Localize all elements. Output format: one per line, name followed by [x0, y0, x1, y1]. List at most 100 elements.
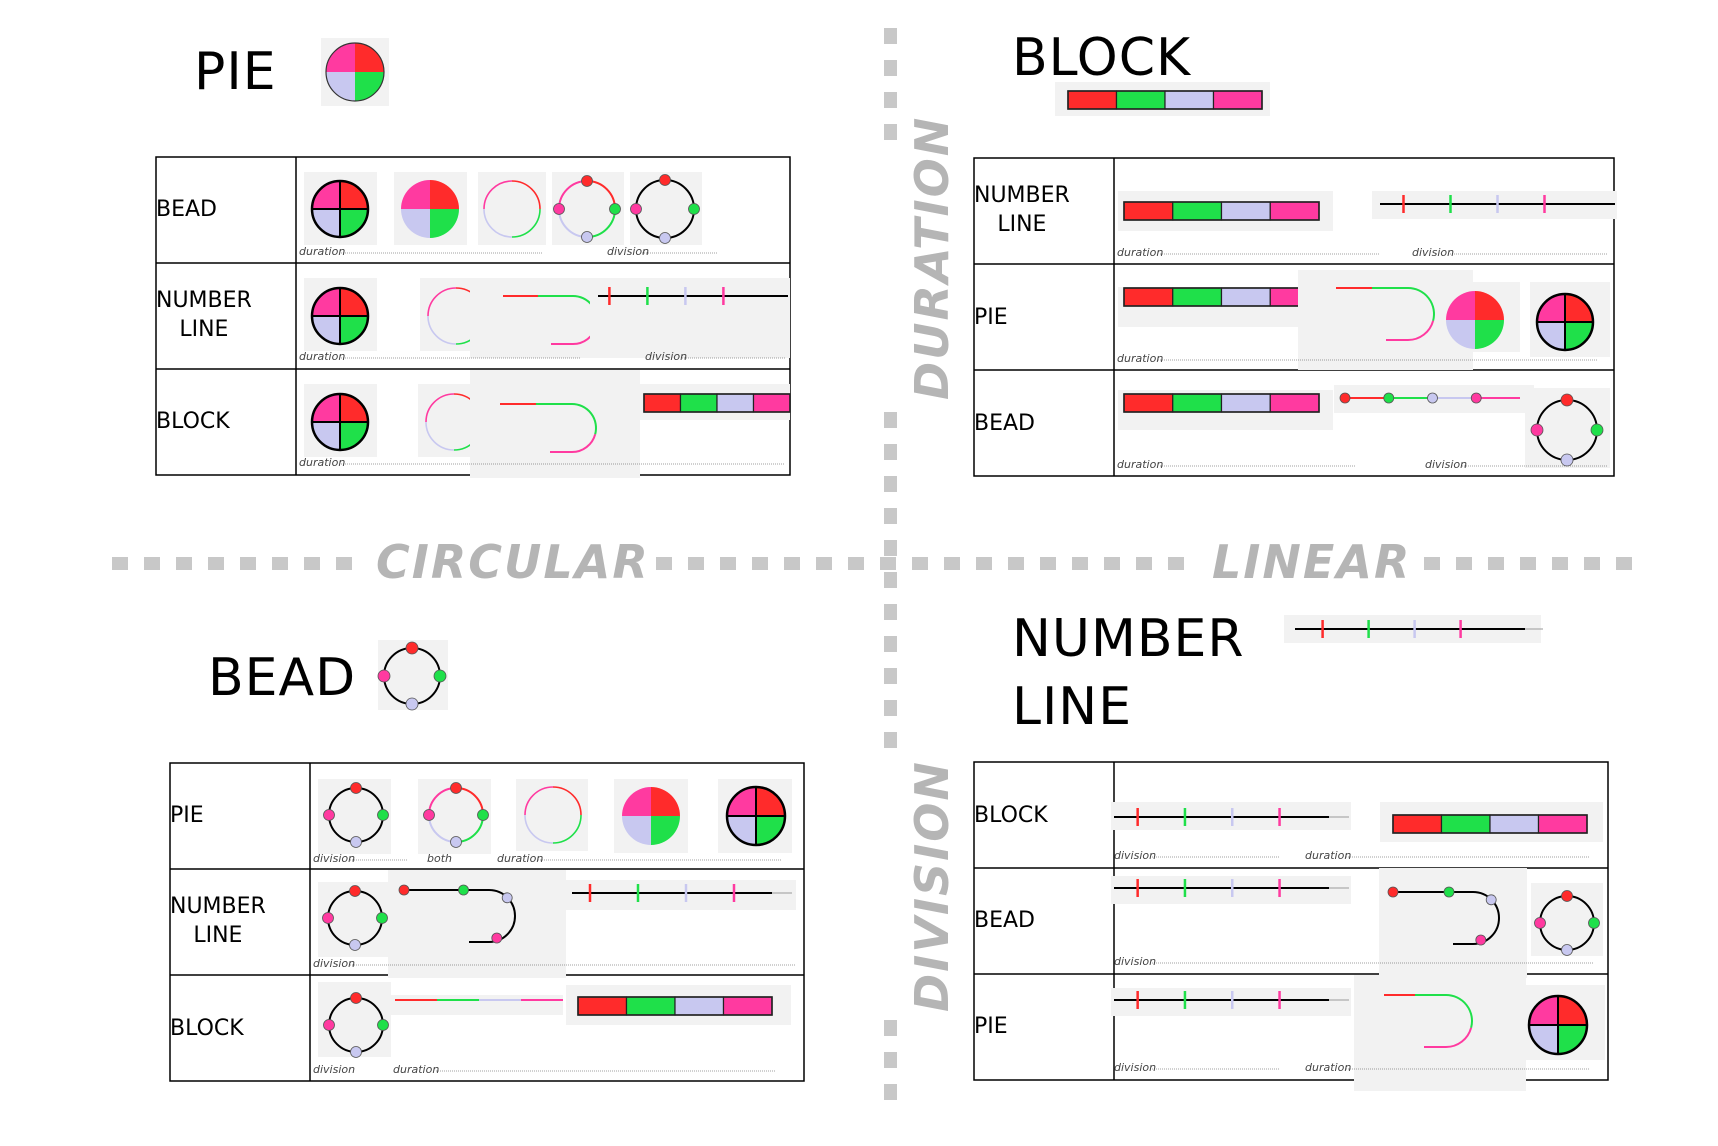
bead-icon [377, 641, 447, 711]
pie-slice [1475, 291, 1504, 320]
pie-slice [756, 787, 785, 816]
bead-dot [349, 885, 361, 897]
note-label: division [1425, 458, 1468, 471]
bead-dot [398, 884, 410, 896]
axis-dash [336, 557, 352, 570]
axis-dash [1104, 557, 1120, 570]
block-segment [1172, 201, 1223, 221]
note-label: both [427, 852, 452, 865]
pie-icon [622, 787, 680, 845]
bead-dot [350, 782, 362, 794]
thumb-background [566, 880, 796, 910]
axis-dash [240, 557, 256, 570]
bead-dot [1475, 934, 1487, 946]
axis-dash [1168, 557, 1184, 570]
row-label: BEAD [974, 908, 1035, 933]
pie-slice [1565, 322, 1593, 350]
block-outline [1067, 90, 1263, 110]
axis-dash [1136, 557, 1152, 570]
note-label: division [313, 852, 356, 865]
pie-slice [651, 787, 680, 816]
arc-segment [571, 433, 597, 453]
thumb-background [590, 278, 790, 358]
bead-dot [501, 892, 513, 904]
arc-segment [511, 180, 541, 210]
block-segment [1269, 201, 1320, 221]
axis-dash [144, 557, 160, 570]
block-segment [1220, 393, 1271, 413]
axis-dash [884, 60, 897, 76]
block-segment [1489, 814, 1540, 834]
block-bar [1123, 287, 1320, 307]
pie-slice [622, 816, 651, 845]
axis-dash [884, 1052, 897, 1068]
block-outline [643, 393, 791, 413]
pie-slice [340, 181, 368, 209]
block-segment [1220, 201, 1271, 221]
bead-dot [350, 836, 362, 848]
axis-dash [884, 540, 897, 556]
bead-icon [1534, 890, 1600, 956]
table-frame [973, 157, 1615, 477]
bead-dot [377, 669, 391, 683]
ring-icon [524, 786, 582, 844]
note-label: division [313, 1063, 356, 1076]
bead-dot [1530, 423, 1544, 437]
block-segment [1440, 814, 1491, 834]
bead-dot [349, 939, 361, 951]
pie-slice [1558, 996, 1587, 1025]
block-outline [1392, 814, 1588, 834]
note-label: division [607, 245, 650, 258]
axis-label-duration: DURATION [905, 115, 959, 400]
pie-slice [312, 209, 340, 237]
bead-dot [1588, 917, 1600, 929]
number-line [1295, 620, 1543, 638]
bead-dot [322, 912, 334, 924]
pie-slice [430, 180, 459, 209]
pie-slice [326, 43, 355, 72]
axis-label-division: DIVISION [905, 760, 959, 1012]
bead-dot [1561, 890, 1573, 902]
bead-dot [609, 203, 621, 215]
unroll-curl [1336, 287, 1435, 341]
axis-label-circular: CIRCULAR [376, 535, 650, 589]
note-label: division [1114, 955, 1157, 968]
axis-dash [884, 1084, 897, 1100]
table-block [973, 157, 1615, 477]
table-frame [973, 761, 1609, 1081]
block-segment [674, 996, 725, 1016]
block-segment [1172, 393, 1223, 413]
arc-segment [483, 208, 513, 238]
block-outline [1123, 201, 1320, 221]
bead-dot [1560, 453, 1574, 467]
note-label: division [313, 957, 356, 970]
pie-slice [326, 72, 355, 101]
arc-segment [425, 421, 455, 451]
axis-dash [688, 557, 704, 570]
unroll-curl [1384, 994, 1473, 1048]
axis-dash [884, 28, 897, 44]
axis-dash [884, 668, 897, 684]
pie-slice [340, 422, 368, 450]
arc-segment [1445, 994, 1473, 1028]
bead-dot [377, 809, 389, 821]
thumb-background [470, 370, 640, 478]
row-label: BLOCK [156, 409, 230, 434]
pie-slice [1529, 1025, 1558, 1054]
row-label: PIE [974, 305, 1008, 330]
pie-slice [340, 288, 368, 316]
note-label: duration [299, 245, 346, 258]
axis-dash [1008, 557, 1024, 570]
axis-dash [1040, 557, 1056, 570]
note-label: division [1114, 849, 1157, 862]
bead-dot [458, 884, 469, 896]
note-label: duration [393, 1063, 440, 1076]
pie-slice [355, 43, 384, 72]
axis-dash [816, 557, 832, 570]
pie-slice [340, 394, 368, 422]
bead-dot [659, 174, 671, 186]
arc-segment [1407, 287, 1435, 321]
bead-dot [553, 203, 565, 215]
block-bar [1067, 90, 1263, 110]
